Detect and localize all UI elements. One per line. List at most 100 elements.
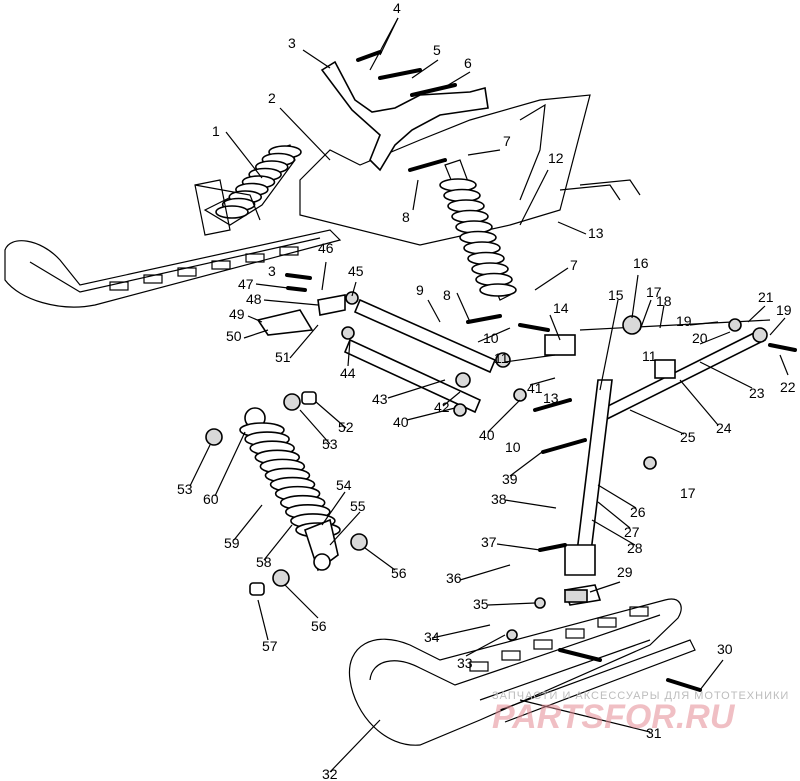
callout-51: 51 <box>275 349 291 365</box>
callout-36: 36 <box>446 570 462 586</box>
callout-29: 29 <box>617 564 633 580</box>
leader-line <box>549 314 561 341</box>
leader-lines <box>189 17 789 773</box>
callout-58: 58 <box>256 554 272 570</box>
leader-line <box>465 634 506 657</box>
leader-line <box>225 131 263 179</box>
bolt <box>666 678 702 692</box>
callout-19: 19 <box>776 302 792 318</box>
leader-line <box>467 149 501 156</box>
callout-12: 12 <box>548 150 564 166</box>
ski-slot <box>565 628 585 639</box>
callout-21: 21 <box>758 289 774 305</box>
bolt <box>518 323 550 332</box>
callout-40: 40 <box>393 414 409 430</box>
bolts <box>285 50 797 692</box>
leader-line <box>699 331 731 345</box>
bracket-drawing <box>320 60 489 172</box>
leader-line <box>597 501 631 529</box>
ski-slot <box>533 639 553 650</box>
callout-17: 17 <box>680 485 696 501</box>
callout-2: 2 <box>268 90 276 106</box>
leader-line <box>321 261 327 291</box>
leader-line <box>351 281 357 297</box>
leader-line <box>431 624 491 639</box>
leader-line <box>189 444 211 487</box>
leader-line <box>589 581 621 593</box>
ski-slot <box>211 260 231 270</box>
callout-5: 5 <box>433 42 441 58</box>
callout-8: 8 <box>402 209 410 225</box>
bolt <box>285 273 312 280</box>
leader-line <box>519 699 651 733</box>
bolt <box>356 50 382 62</box>
bolt <box>466 314 502 324</box>
callout-49: 49 <box>229 306 245 322</box>
leader-line <box>597 484 637 509</box>
callout-26: 26 <box>630 504 646 520</box>
leader-line <box>529 377 556 386</box>
leader-line <box>243 329 269 339</box>
callout-53: 53 <box>177 481 193 497</box>
callout-53: 53 <box>322 436 338 452</box>
watermark-brand: PARTSFOR.RU <box>492 698 736 736</box>
leader-line <box>427 299 441 323</box>
callout-1: 1 <box>212 123 220 139</box>
callout-38: 38 <box>491 491 507 507</box>
leader-line <box>504 354 556 363</box>
leader-line <box>387 379 446 399</box>
leader-line <box>411 59 439 79</box>
callout-45: 45 <box>348 263 364 279</box>
bolt <box>541 438 587 454</box>
leader-line <box>442 391 461 407</box>
callout-50: 50 <box>226 328 242 344</box>
callout-13: 13 <box>543 390 559 406</box>
callout-56: 56 <box>391 565 407 581</box>
ski-slot <box>629 606 649 617</box>
bolt <box>768 343 797 352</box>
bolt <box>538 543 567 552</box>
callout-52: 52 <box>338 419 354 435</box>
leader-line <box>247 315 263 323</box>
callout-16: 16 <box>633 255 649 271</box>
leader-line <box>487 399 521 433</box>
leader-line <box>347 339 351 367</box>
leader-line <box>284 584 319 619</box>
callout-40: 40 <box>479 427 495 443</box>
callout-32: 32 <box>322 766 338 781</box>
ski-slot <box>279 246 299 256</box>
callout-23: 23 <box>749 385 765 401</box>
callout-56: 56 <box>311 618 327 634</box>
leader-line <box>639 299 652 331</box>
leader-line <box>487 602 536 606</box>
leader-line <box>519 169 549 226</box>
leader-line <box>369 17 399 71</box>
leader-line <box>263 299 319 306</box>
spindle <box>563 379 613 606</box>
leader-line <box>302 49 331 69</box>
leader-line <box>279 107 331 161</box>
callout-27: 27 <box>624 524 640 540</box>
callout-14: 14 <box>553 300 569 316</box>
callout-28: 28 <box>627 540 643 556</box>
callout-20: 20 <box>692 330 708 346</box>
callout-4: 4 <box>393 0 401 16</box>
callout-19: 19 <box>676 313 692 329</box>
callout-11: 11 <box>642 348 657 364</box>
ski-slot <box>245 253 265 263</box>
leader-line <box>599 299 619 391</box>
callout-54: 54 <box>336 477 352 493</box>
callout-3: 3 <box>268 263 276 279</box>
leader-line <box>456 292 471 323</box>
upper-left-shock <box>203 144 302 226</box>
bolt <box>558 648 602 662</box>
leader-line <box>477 327 511 343</box>
leader-line <box>315 401 347 429</box>
leader-line <box>679 379 719 426</box>
callout-44: 44 <box>340 365 356 381</box>
leader-line <box>263 524 293 561</box>
callout-11: 11 <box>494 350 509 366</box>
callout-6: 6 <box>464 55 472 71</box>
leader-line <box>699 659 724 691</box>
